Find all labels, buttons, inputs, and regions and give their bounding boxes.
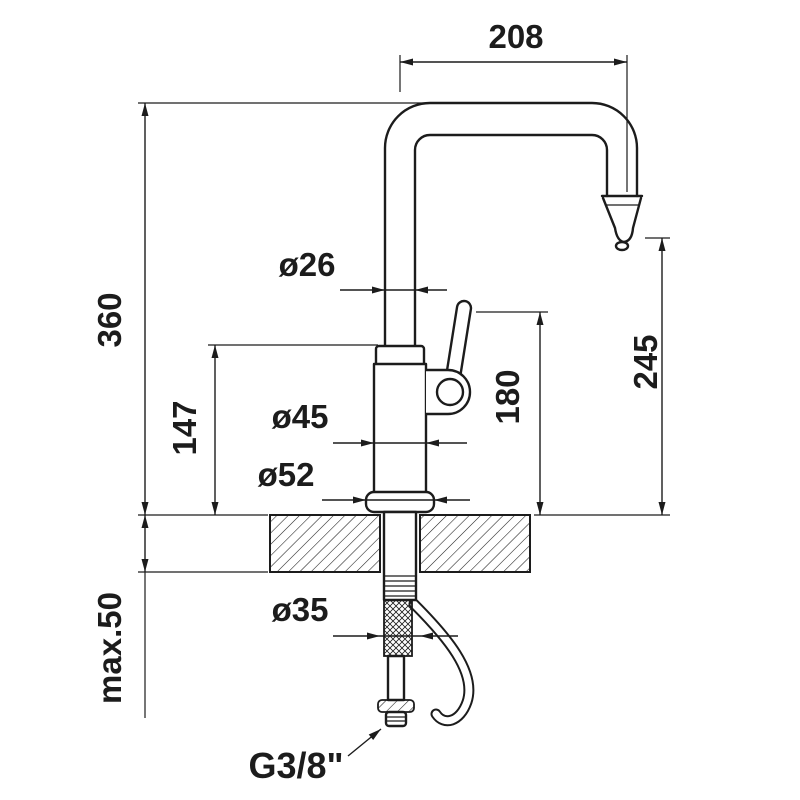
- dim-label-base-diameter: ø52: [258, 456, 315, 493]
- aerator: [600, 194, 644, 252]
- supply-hose-straight: [386, 654, 406, 702]
- dim-label-handle-height: 180: [489, 369, 526, 424]
- dim-spout-diameter: ø26: [279, 246, 447, 294]
- dim-label-outlet-height: 245: [627, 334, 664, 389]
- dim-label-deck-thickness: max.50: [91, 592, 128, 704]
- countertop-left: [269, 514, 381, 573]
- dim-total-height: 360: [91, 102, 430, 516]
- dim-label-total-height: 360: [91, 292, 128, 347]
- dim-label-spout-diameter: ø26: [279, 246, 336, 283]
- dim-body-height: 147: [166, 344, 378, 515]
- connector-fitting: [377, 699, 415, 728]
- dim-hole-diameter: ø35: [272, 591, 458, 640]
- base-flange: [364, 490, 436, 514]
- supply-hose-curved: [408, 598, 475, 727]
- dim-label-body-height: 147: [166, 400, 203, 455]
- braided-hose: [383, 599, 413, 657]
- dim-outlet-height: 245: [534, 237, 670, 516]
- dim-label-spout-reach: 208: [488, 18, 543, 55]
- dim-deck-thickness: max.50: [91, 515, 268, 718]
- mounting-shank: [382, 510, 418, 602]
- handle-socket: [426, 368, 472, 416]
- mixer-body: [372, 362, 428, 496]
- dim-body-diameter: ø45: [272, 398, 467, 447]
- dim-spout-reach: 208: [399, 18, 628, 192]
- dim-thread-callout: G3/8": [248, 728, 382, 786]
- dim-label-thread: G3/8": [248, 745, 343, 786]
- dim-label-body-diameter: ø45: [272, 398, 329, 435]
- countertop-right: [419, 514, 531, 573]
- dim-base-diameter: ø52: [258, 456, 470, 504]
- dim-label-hole-diameter: ø35: [272, 591, 329, 628]
- dim-handle-height: 180: [476, 311, 548, 515]
- spout-outline: [383, 101, 639, 358]
